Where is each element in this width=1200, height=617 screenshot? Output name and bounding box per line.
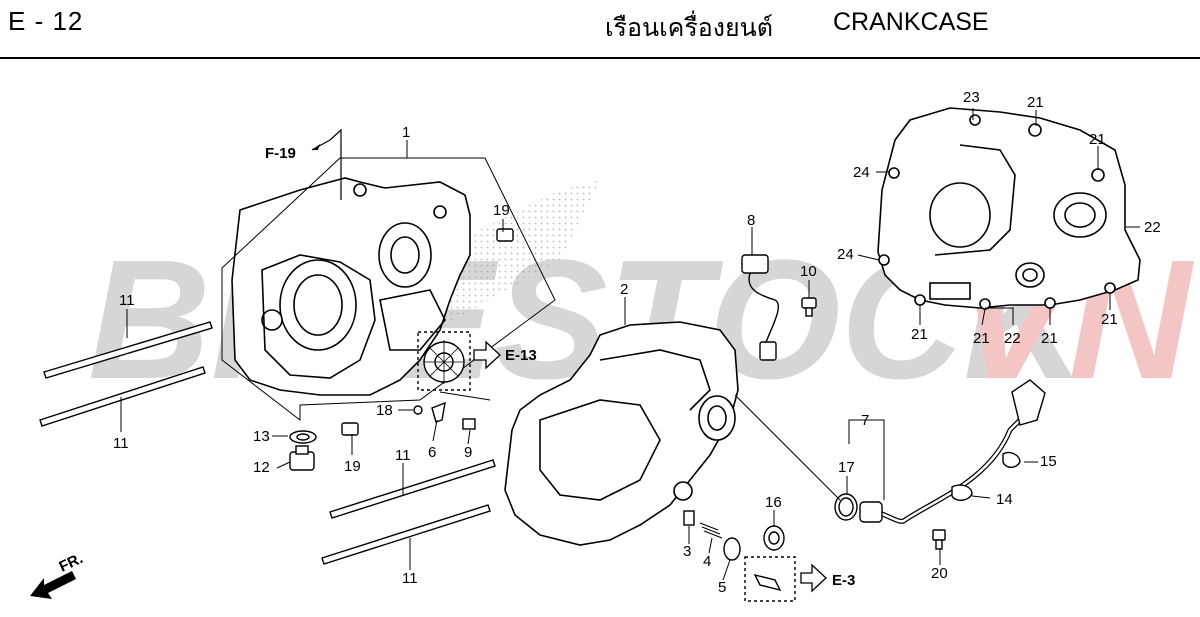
ref-arrow-e13 [473, 340, 501, 370]
callout-24-a: 24 [853, 164, 870, 181]
callout-21-c: 21 [911, 326, 928, 343]
callout-19-a: 19 [493, 202, 510, 219]
callout-15: 15 [1040, 453, 1057, 470]
header-rule [0, 57, 1200, 59]
callout-21-b: 21 [1089, 131, 1106, 148]
page-title-thai: เรือนเครื่องยนต์ [605, 14, 773, 42]
ref-f19: F-19 [265, 145, 296, 162]
group-box-1 [221, 157, 556, 422]
callout-13: 13 [253, 428, 270, 445]
callout-21-f: 21 [1101, 311, 1118, 328]
front-direction-arrow-icon [30, 571, 76, 599]
callout-10: 10 [800, 263, 817, 280]
ref-fr: FR. [57, 550, 86, 576]
page-title-english: CRANKCASE [833, 8, 989, 36]
crankcase-inner-view [877, 107, 1141, 310]
callout-24-b: 24 [837, 246, 854, 263]
callout-18: 18 [376, 402, 393, 419]
gear [417, 331, 471, 391]
callout-7: 7 [861, 412, 869, 429]
callout-11-b: 11 [113, 435, 129, 452]
page-code: E - 12 [8, 6, 84, 36]
arrow-head-f19 [312, 144, 320, 150]
ref-arrow-e3 [800, 563, 827, 593]
small-parts-left [289, 228, 514, 471]
callout-11-d: 11 [402, 570, 418, 587]
callout-20: 20 [931, 565, 948, 582]
ref-e13: E-13 [505, 347, 537, 364]
callout-4: 4 [703, 553, 711, 570]
callout-14: 14 [996, 491, 1013, 508]
callout-21-a: 21 [1027, 94, 1044, 111]
callout-19-b: 19 [344, 458, 361, 475]
leader-lines [120, 108, 1140, 581]
callout-9: 9 [464, 444, 472, 461]
stud-bolts [39, 321, 496, 565]
callout-21-e: 21 [1041, 330, 1058, 347]
callout-1: 1 [402, 124, 410, 141]
callout-22-a: 22 [1144, 219, 1161, 236]
sensor-and-bolt [741, 254, 817, 361]
callout-21-d: 21 [973, 330, 990, 347]
callout-6: 6 [428, 444, 436, 461]
callout-11-c: 11 [395, 447, 411, 464]
callout-5: 5 [718, 579, 726, 596]
callout-8: 8 [747, 212, 755, 229]
callout-12: 12 [253, 459, 270, 476]
right-crankcase-half [504, 321, 739, 546]
left-crankcase-half [231, 177, 471, 396]
callout-2: 2 [620, 281, 628, 298]
callout-17: 17 [838, 459, 855, 476]
ref-e3: E-3 [832, 572, 855, 589]
callout-16: 16 [765, 494, 782, 511]
header: E - 12 เรือนเครื่องยนต์ CRANKCASE [0, 0, 1200, 59]
callout-23: 23 [963, 89, 980, 106]
callout-3: 3 [683, 543, 691, 560]
callout-11-a: 11 [119, 292, 135, 309]
callout-22-b: 22 [1004, 330, 1021, 347]
small-parts-center [683, 510, 796, 602]
oil-pipe-assembly [834, 379, 1046, 550]
